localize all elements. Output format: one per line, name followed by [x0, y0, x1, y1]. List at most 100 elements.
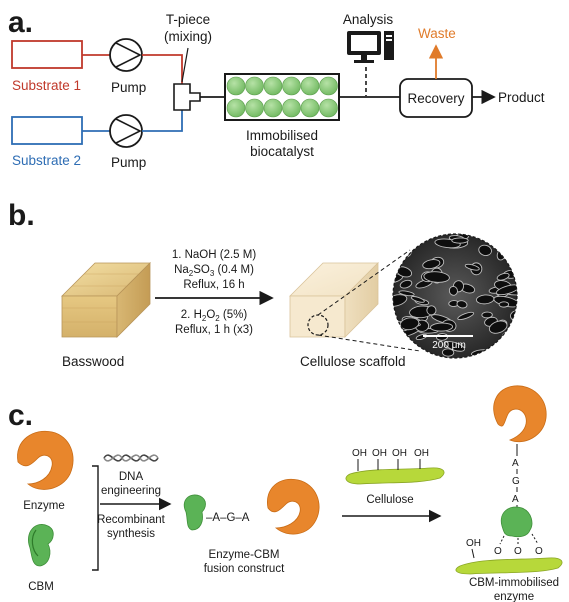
sem-pore — [397, 238, 410, 247]
cellulose-oh-groups: OH OH OH OH — [352, 448, 429, 471]
bead-0-4 — [300, 76, 320, 96]
fusion-label-1: Enzyme-CBM — [209, 549, 280, 561]
sem-pore — [448, 285, 458, 296]
svg-text:A: A — [512, 458, 519, 469]
bound-oh-bond — [471, 548, 475, 559]
bead-1-2 — [263, 98, 283, 118]
step1-line1: 1. NaOH (2.5 M) — [172, 249, 257, 261]
immobilised-cbm-icon — [500, 506, 533, 538]
sem-pore — [423, 271, 450, 283]
substrate-1-reservoir — [11, 40, 83, 69]
recomb-label-1: Recombinant — [97, 514, 166, 526]
sem-micrograph: 200 μm — [392, 233, 518, 359]
bead-0-2 — [263, 76, 283, 96]
scale-bar-label: 200 μm — [432, 340, 466, 351]
zoom-line-top — [317, 249, 411, 316]
panel-b-label: b. — [8, 199, 35, 232]
sem-pore — [500, 343, 517, 355]
bead-0-3 — [282, 76, 301, 96]
bead-0-0 — [226, 76, 246, 96]
step1-line2: Na2SO3 (0.4 M) — [174, 264, 254, 278]
sem-pore — [488, 320, 508, 334]
cellulose-strand — [345, 467, 445, 485]
panel-b: b. Basswood 1. NaOH (2.5 M) Na2SO3 (0.4 … — [8, 199, 518, 369]
bead-0-5 — [319, 76, 338, 96]
bead-1-3 — [282, 98, 301, 118]
sem-pore — [441, 348, 455, 357]
fusion-linker: –A–G–A — [206, 512, 250, 524]
svg-text:G: G — [512, 476, 520, 487]
bead-1-1 — [245, 98, 264, 118]
sem-pore — [496, 272, 510, 281]
step1-line3: Reflux, 16 h — [183, 279, 244, 291]
bind-o-2: O — [514, 546, 522, 557]
step2-line1: 2. H2O2 (5%) — [181, 309, 248, 323]
sem-pore — [495, 284, 517, 296]
svg-text:OH: OH — [414, 448, 429, 459]
basswood-label: Basswood — [62, 354, 124, 369]
dna-label-1: DNA — [119, 471, 144, 483]
immobilised-cellulose-strand — [455, 557, 563, 575]
bound-oh: OH — [466, 538, 481, 549]
computer-icon — [347, 31, 394, 63]
panel-c-label: c. — [8, 399, 33, 432]
input-bracket — [92, 465, 99, 571]
t-piece-icon — [173, 83, 201, 111]
sem-pore — [403, 234, 424, 237]
pump-2-icon — [109, 114, 143, 148]
recovery-label: Recovery — [407, 91, 464, 106]
product-label: Product — [498, 90, 545, 105]
sem-pore — [430, 322, 454, 332]
svg-text:OH: OH — [372, 448, 387, 459]
line-to-tpiece-blue — [142, 110, 183, 132]
sem-pore — [422, 259, 441, 270]
panel-c: c. Enzyme CBM DNA engineering Recombinan… — [8, 385, 563, 602]
waste-label: Waste — [418, 26, 456, 41]
enzyme-icon — [17, 430, 74, 490]
immobilised-label-2: enzyme — [494, 591, 534, 602]
tpiece-label-2: (mixing) — [164, 29, 212, 44]
sem-pore — [451, 237, 469, 244]
pump-2-label: Pump — [111, 155, 146, 170]
bind-o-3: O — [535, 546, 543, 557]
analysis-label: Analysis — [343, 12, 394, 27]
sem-pore — [399, 317, 420, 331]
dna-label-2: engineering — [101, 485, 161, 497]
basswood-block — [61, 262, 151, 338]
bead-1-4 — [300, 98, 320, 118]
cbm-label: CBM — [28, 581, 54, 593]
panel-a: a. Substrate 1 Pump Substrate 2 Pump T-p… — [8, 6, 545, 170]
pump-1-icon — [109, 38, 143, 72]
panel-a-label: a. — [8, 6, 33, 39]
zoom-line-bottom — [317, 334, 421, 352]
cbm-icon — [28, 524, 54, 567]
sem-pore — [457, 311, 475, 321]
svg-text:OH: OH — [392, 448, 407, 459]
substrate-2-label: Substrate 2 — [12, 153, 81, 168]
sem-pore — [444, 341, 465, 352]
immobilised-enzyme-icon — [493, 385, 547, 443]
vertical-linker: A G A — [512, 444, 520, 512]
bead-1-5 — [319, 98, 338, 118]
bead-1-0 — [226, 98, 246, 118]
substrate-1-label: Substrate 1 — [12, 78, 81, 93]
sem-pore — [456, 300, 468, 309]
sem-pore — [478, 244, 492, 256]
cellulose-label: Cellulose — [366, 494, 413, 506]
sem-pore — [475, 294, 495, 305]
svg-text:A: A — [512, 494, 519, 505]
binding-o-groups — [499, 533, 539, 545]
fusion-cbm-icon — [183, 494, 206, 531]
tpiece-label-1: T-piece — [166, 12, 210, 27]
tpiece-pointer — [181, 47, 189, 83]
fusion-enzyme-icon — [267, 478, 320, 535]
fusion-label-2: fusion construct — [204, 563, 285, 575]
biocatalyst-label-1: Immobilised — [246, 128, 318, 143]
step2-line2: Reflux, 1 h (x3) — [175, 324, 253, 336]
sem-pore — [393, 294, 408, 307]
recomb-label-2: synthesis — [107, 528, 155, 540]
dna-icon — [103, 454, 159, 462]
sem-pore — [498, 301, 510, 308]
immobilised-label-1: CBM-immobilised — [469, 577, 559, 589]
